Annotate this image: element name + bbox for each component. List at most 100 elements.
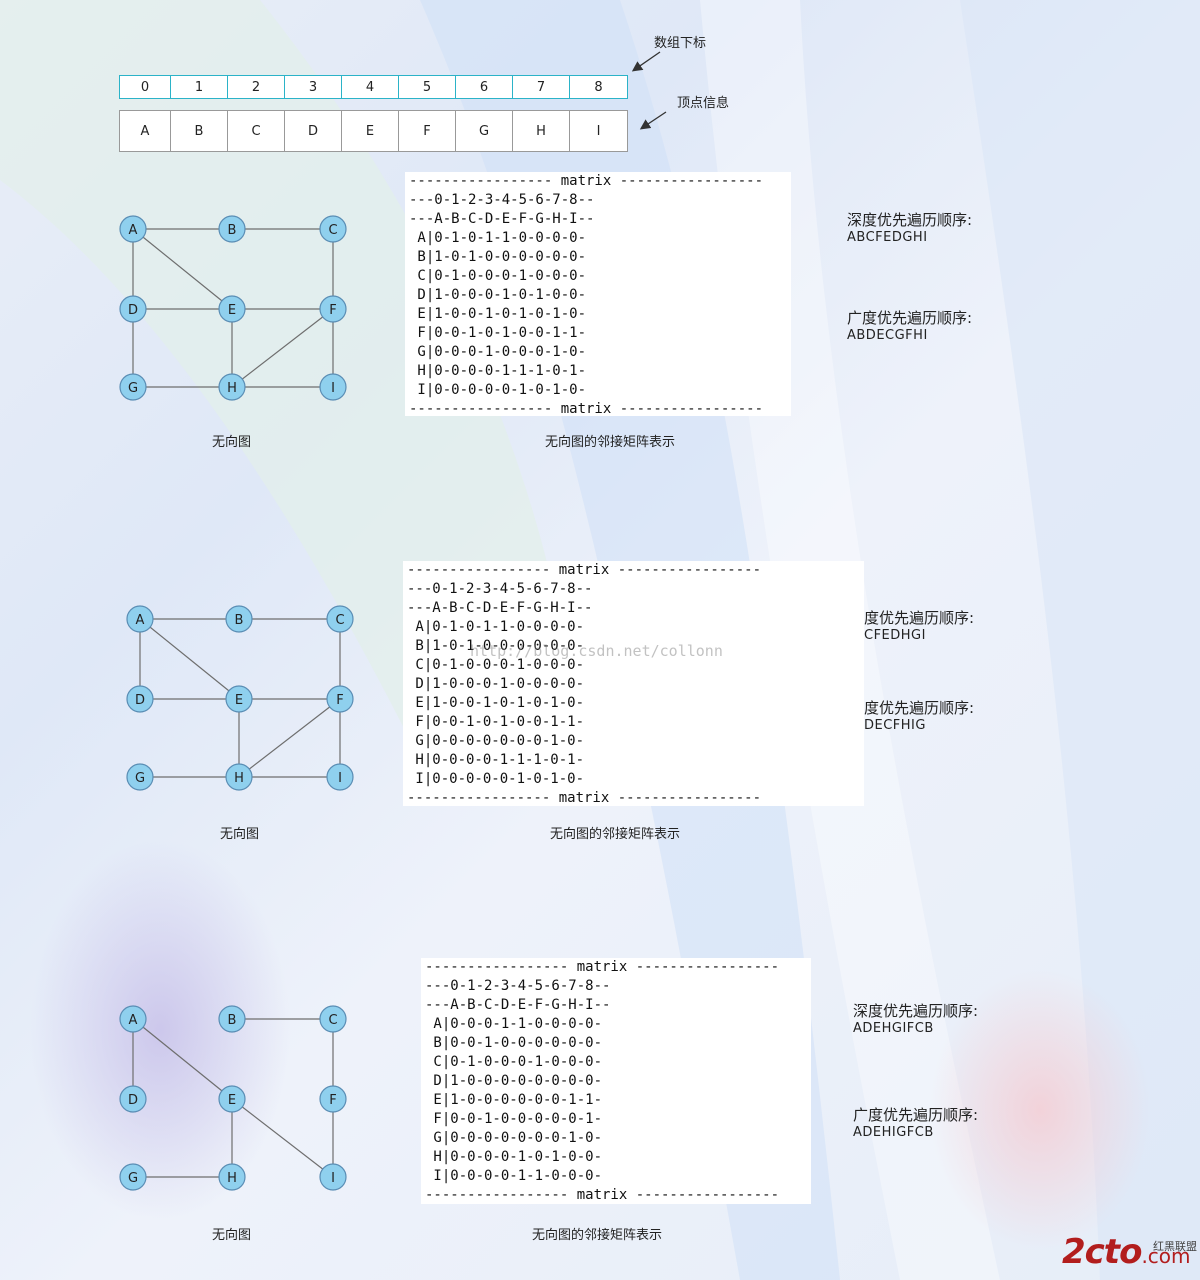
node-label: F xyxy=(336,693,343,708)
graph-edge-F-H xyxy=(231,308,334,388)
graph-edge-A-E xyxy=(132,1018,233,1100)
logo-main: 2cto xyxy=(1062,1232,1142,1272)
node-circle xyxy=(126,763,154,791)
graph-node-E: E xyxy=(225,685,253,713)
node-label: G xyxy=(128,381,138,396)
index-annotation-arrow xyxy=(631,51,661,72)
matrix-line: ---A-B-C-D-E-F-G-H-I-- xyxy=(425,997,611,1013)
dfs-title-2: 度优先遍历顺序: xyxy=(864,609,975,627)
array-vertex-cell: H xyxy=(513,111,570,151)
graph-caption-3: 无向图 xyxy=(212,1228,252,1243)
matrix-line: G|0-0-0-1-0-0-0-1-0- xyxy=(409,344,587,360)
matrix-line: A|0-0-0-1-1-0-0-0-0- xyxy=(425,1016,603,1032)
graph-node-B: B xyxy=(225,605,253,633)
node-label: G xyxy=(128,1171,138,1186)
node-circle xyxy=(126,605,154,633)
node-label: F xyxy=(329,303,336,318)
node-label: E xyxy=(235,693,243,708)
node-label: D xyxy=(135,693,145,708)
bfs-title-2: 度优先遍历顺序: xyxy=(864,699,975,717)
matrix-line: H|0-0-0-0-1-0-1-0-0- xyxy=(425,1149,603,1165)
matrix-line: ---0-1-2-3-4-5-6-7-8-- xyxy=(407,581,593,597)
matrix-line: E|1-0-0-1-0-1-0-1-0- xyxy=(409,306,587,322)
matrix-footer: ----------------- matrix ---------------… xyxy=(425,1187,780,1203)
node-label: B xyxy=(228,223,237,238)
matrix-line: D|1-0-0-0-1-0-0-0-0- xyxy=(407,676,585,692)
matrix-caption-1: 无向图的邻接矩阵表示 xyxy=(545,435,676,450)
node-circle xyxy=(218,215,246,243)
matrix-line: B|0-0-1-0-0-0-0-0-0- xyxy=(425,1035,603,1051)
array-vertex-cell: G xyxy=(456,111,513,151)
node-circle xyxy=(319,1005,347,1033)
node-circle xyxy=(326,605,354,633)
node-circle xyxy=(119,373,147,401)
graph-node-E: E xyxy=(218,1085,246,1113)
matrix-line: ----------------- matrix ---------------… xyxy=(409,401,764,417)
logo-suffix: .com xyxy=(1141,1244,1191,1268)
dfs-sequence-3: ADEHGIFCB xyxy=(853,1021,934,1036)
adjacency-matrix-1: ----------------- matrix ---------------… xyxy=(405,172,791,417)
node-circle xyxy=(119,1085,147,1113)
graph-node-D: D xyxy=(126,685,154,713)
matrix-line: ---A-B-C-D-E-F-G-H-I-- xyxy=(407,600,593,616)
bfs-sequence-2: DECFHIG xyxy=(864,718,926,733)
node-label: B xyxy=(235,613,244,628)
node-circle xyxy=(319,295,347,323)
graph-node-C: C xyxy=(326,605,354,633)
node-label: C xyxy=(328,223,337,238)
matrix-line: D|1-0-0-0-0-0-0-0-0- xyxy=(425,1073,603,1089)
array-vertex-cell: D xyxy=(285,111,342,151)
node-circle xyxy=(319,1085,347,1113)
node-label: E xyxy=(228,1093,236,1108)
array-index-cell: 1 xyxy=(171,76,228,98)
array-index-cell: 3 xyxy=(285,76,342,98)
bfs-sequence-1: ABDECGFHI xyxy=(847,328,928,343)
matrix-line: A|0-1-0-1-1-0-0-0-0- xyxy=(407,619,585,635)
graph-node-A: A xyxy=(119,1005,147,1033)
node-circle xyxy=(119,295,147,323)
matrix-line: A|0-1-0-1-1-0-0-0-0- xyxy=(409,230,587,246)
node-circle xyxy=(126,685,154,713)
matrix-line: H|0-0-0-0-1-1-1-0-1- xyxy=(407,752,585,768)
graph-caption-2: 无向图 xyxy=(220,827,260,842)
graph-node-H: H xyxy=(218,373,246,401)
node-circle xyxy=(218,1085,246,1113)
matrix-line: H|0-0-0-0-1-1-1-0-1- xyxy=(409,363,587,379)
graph-node-F: F xyxy=(326,685,354,713)
node-circle xyxy=(319,215,347,243)
node-label: C xyxy=(328,1013,337,1028)
array-index-cell: 0 xyxy=(120,76,171,98)
node-circle xyxy=(319,1163,347,1191)
dfs-title-1: 深度优先遍历顺序: xyxy=(847,211,973,229)
node-circle xyxy=(119,1005,147,1033)
node-label: C xyxy=(335,613,344,628)
annotation-arrows xyxy=(631,51,667,130)
graph-node-D: D xyxy=(119,1085,147,1113)
graph-edge-A-E xyxy=(139,618,240,700)
matrix-line: ----------------- matrix ---------------… xyxy=(425,959,780,975)
graph-node-G: G xyxy=(119,373,147,401)
node-label: A xyxy=(136,613,145,628)
node-circle xyxy=(119,1163,147,1191)
matrix-line: E|1-0-0-0-0-0-0-1-1- xyxy=(425,1092,603,1108)
graph-node-G: G xyxy=(126,763,154,791)
graph-node-F: F xyxy=(319,295,347,323)
logo-side-text: 红黑联盟 xyxy=(1153,1240,1197,1253)
matrix-caption-3: 无向图的邻接矩阵表示 xyxy=(532,1228,663,1243)
array-index-cell: 7 xyxy=(513,76,570,98)
graph-edge-A-E xyxy=(132,228,233,310)
bfs-title-1: 广度优先遍历顺序: xyxy=(847,309,973,327)
graph-caption-1: 无向图 xyxy=(212,435,252,450)
matrix-line: C|0-1-0-0-0-1-0-0-0- xyxy=(425,1054,603,1070)
node-circle xyxy=(326,763,354,791)
matrix-line: F|0-0-1-0-0-0-0-0-1- xyxy=(425,1111,603,1127)
graph-node-B: B xyxy=(218,215,246,243)
graph-edge-E-I xyxy=(231,1098,334,1178)
node-label: B xyxy=(228,1013,237,1028)
matrix-line: F|0-0-1-0-1-0-0-1-1- xyxy=(409,325,587,341)
array-vertex-cell: A xyxy=(120,111,171,151)
site-logo: 2cto.com xyxy=(1062,1232,1191,1272)
